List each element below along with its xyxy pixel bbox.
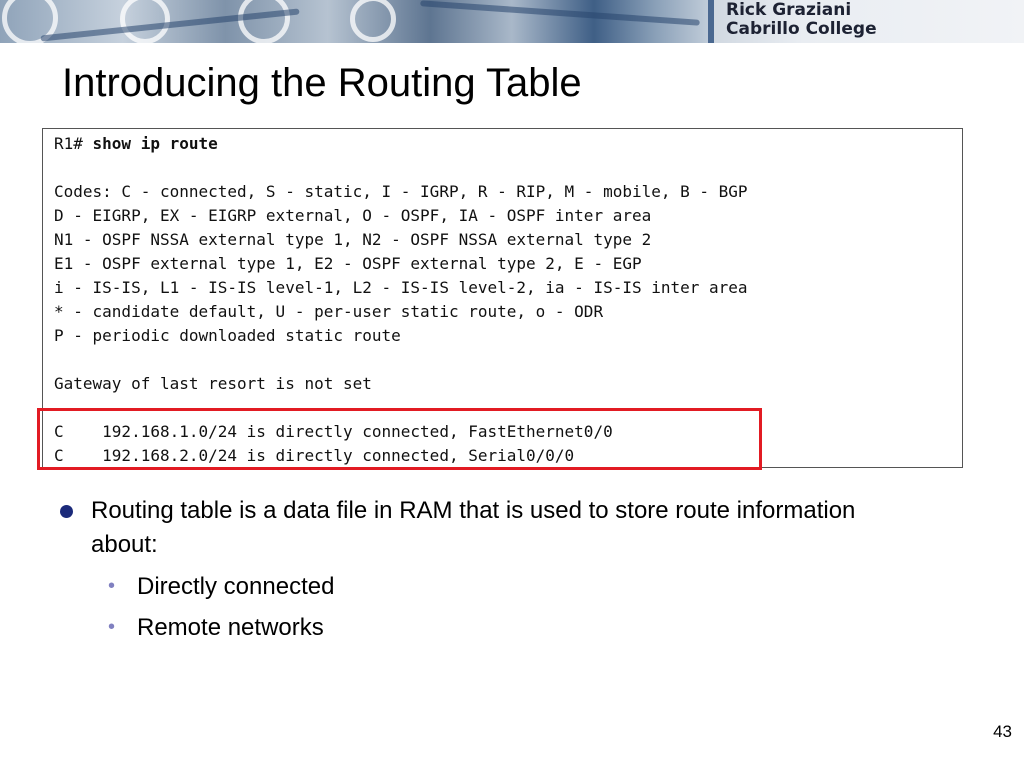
route-line: C 192.168.2.0/24 is directly connected, … xyxy=(54,446,575,465)
terminal-output: R1# show ip route Codes: C - connected, … xyxy=(42,128,963,468)
bullet-item: Routing table is a data file in RAM that… xyxy=(56,494,916,562)
codes-line: D - EIGRP, EX - EIGRP external, O - OSPF… xyxy=(54,206,652,225)
page-number: 43 xyxy=(993,722,1012,741)
sub-bullet-text: Remote networks xyxy=(137,614,324,641)
blank-line xyxy=(54,396,962,420)
banner-nameplate-edge xyxy=(708,0,714,43)
sub-bullet-text: Directly connected xyxy=(137,573,335,600)
codes-line: i - IS-IS, L1 - IS-IS level-1, L2 - IS-I… xyxy=(54,278,748,297)
banner-decoration xyxy=(420,0,700,26)
codes-line: E1 - OSPF external type 1, E2 - OSPF ext… xyxy=(54,254,642,273)
codes-line: Codes: C - connected, S - static, I - IG… xyxy=(54,182,748,201)
institution-name: Cabrillo College xyxy=(726,19,877,39)
codes-line: * - candidate default, U - per-user stat… xyxy=(54,302,604,321)
route-line: C 192.168.1.0/24 is directly connected, … xyxy=(54,422,613,441)
author-name: Rick Graziani xyxy=(726,0,852,20)
gateway-line: Gateway of last resort is not set xyxy=(54,374,372,393)
codes-line: P - periodic downloaded static route xyxy=(54,326,401,345)
banner-decoration xyxy=(2,0,58,43)
banner-decoration xyxy=(120,0,170,43)
sub-bullet-icon: • xyxy=(108,575,116,597)
bullet-dot-icon xyxy=(60,505,73,518)
banner-decoration xyxy=(238,0,290,43)
sub-bullet-item: • Directly connected xyxy=(56,566,916,607)
banner-decoration xyxy=(350,0,396,42)
blank-line xyxy=(54,156,962,180)
command: show ip route xyxy=(92,134,218,153)
command-line: R1# show ip route xyxy=(54,132,962,156)
banner-nameplate xyxy=(708,0,1024,43)
bullet-list: Routing table is a data file in RAM that… xyxy=(56,494,916,648)
slide-title: Introducing the Routing Table xyxy=(62,61,582,105)
codes-line: N1 - OSPF NSSA external type 1, N2 - OSP… xyxy=(54,230,652,249)
banner-credit: Rick Graziani Cabrillo College xyxy=(726,1,877,39)
sub-bullet-icon: • xyxy=(108,616,116,638)
bullet-text: Routing table is a data file in RAM that… xyxy=(91,497,856,558)
blank-line xyxy=(54,348,962,372)
prompt: R1# xyxy=(54,134,93,153)
header-banner: Rick Graziani Cabrillo College xyxy=(0,0,1024,43)
sub-bullet-item: • Remote networks xyxy=(56,607,916,648)
